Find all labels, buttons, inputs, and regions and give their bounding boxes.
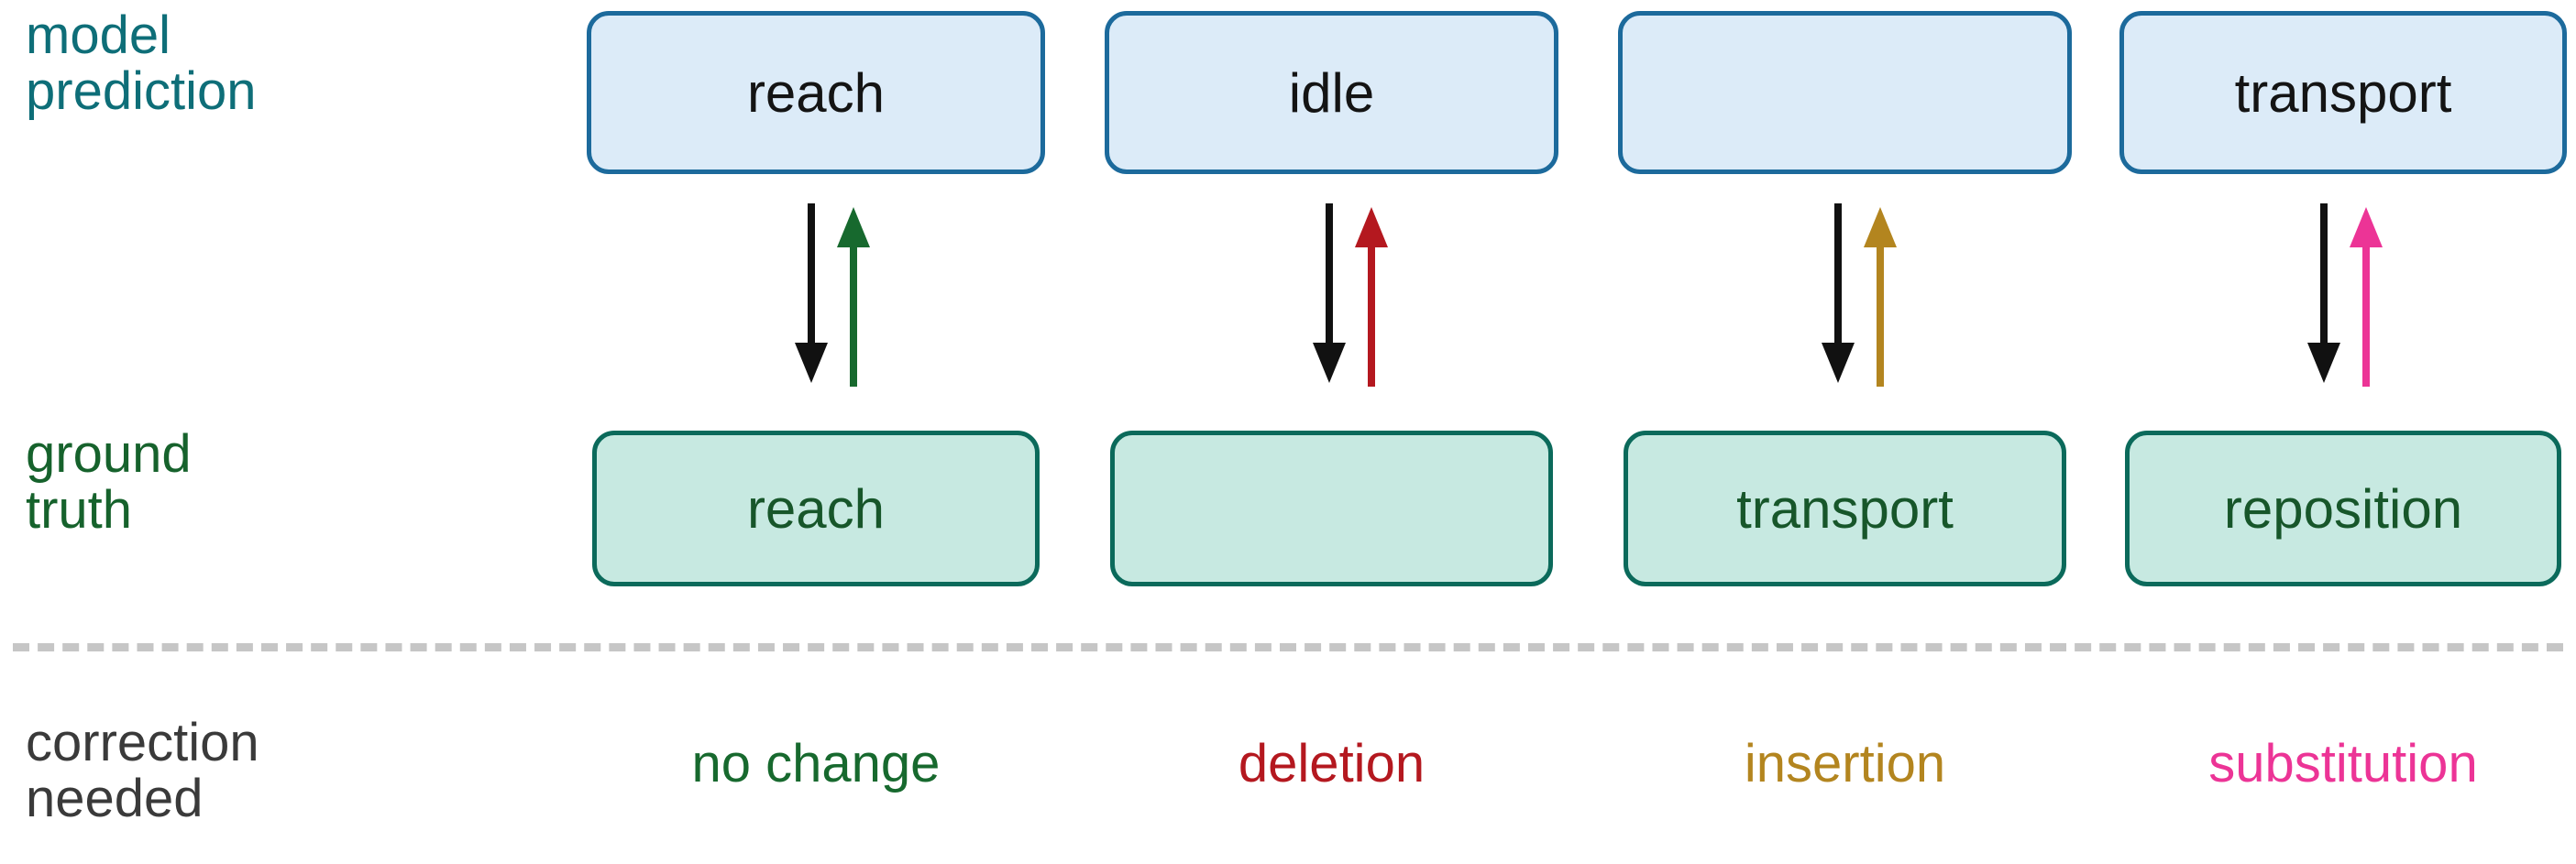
correction-label-no-change: no change (691, 734, 941, 793)
ground-truth-box-substitution[interactable]: reposition (2125, 431, 2561, 586)
arrow-up-icon-substitution (2339, 203, 2394, 387)
prediction-label: transport (2234, 61, 2452, 124)
row-label-correction-needed: correction needed (26, 713, 259, 829)
arrow-up-icon-no-change (826, 203, 881, 387)
arrow-down-icon-no-change (784, 203, 839, 387)
correction-label-deletion: deletion (1238, 734, 1426, 793)
prediction-label: reach (746, 61, 886, 124)
ground-truth-box-no-change[interactable]: reach (592, 431, 1040, 586)
correction-label-substitution: substitution (2208, 734, 2478, 793)
arrow-pair-substitution (2296, 203, 2406, 387)
ground-truth-label: reach (746, 477, 886, 540)
arrow-pair-no-change (784, 203, 894, 387)
arrow-pair-insertion (1811, 203, 1921, 387)
row-label-model-prediction: model prediction (26, 5, 257, 122)
correction-label-insertion: insertion (1744, 734, 1946, 793)
prediction-box-no-change[interactable]: reach (587, 11, 1045, 174)
arrow-pair-deletion (1302, 203, 1412, 387)
prediction-box-substitution[interactable]: transport (2119, 11, 2567, 174)
ground-truth-label: reposition (2223, 477, 2463, 540)
ground-truth-box-deletion[interactable] (1110, 431, 1553, 586)
prediction-box-deletion[interactable]: idle (1105, 11, 1558, 174)
arrow-down-icon-substitution (2296, 203, 2351, 387)
row-label-ground-truth: ground truth (26, 424, 192, 541)
arrow-down-icon-deletion (1302, 203, 1357, 387)
arrow-up-icon-deletion (1344, 203, 1399, 387)
prediction-label: idle (1288, 61, 1375, 124)
section-divider (13, 643, 2563, 651)
arrow-down-icon-insertion (1811, 203, 1866, 387)
ground-truth-box-insertion[interactable]: transport (1624, 431, 2066, 586)
prediction-box-insertion[interactable] (1618, 11, 2072, 174)
arrow-up-icon-insertion (1853, 203, 1908, 387)
ground-truth-label: transport (1736, 477, 1954, 540)
